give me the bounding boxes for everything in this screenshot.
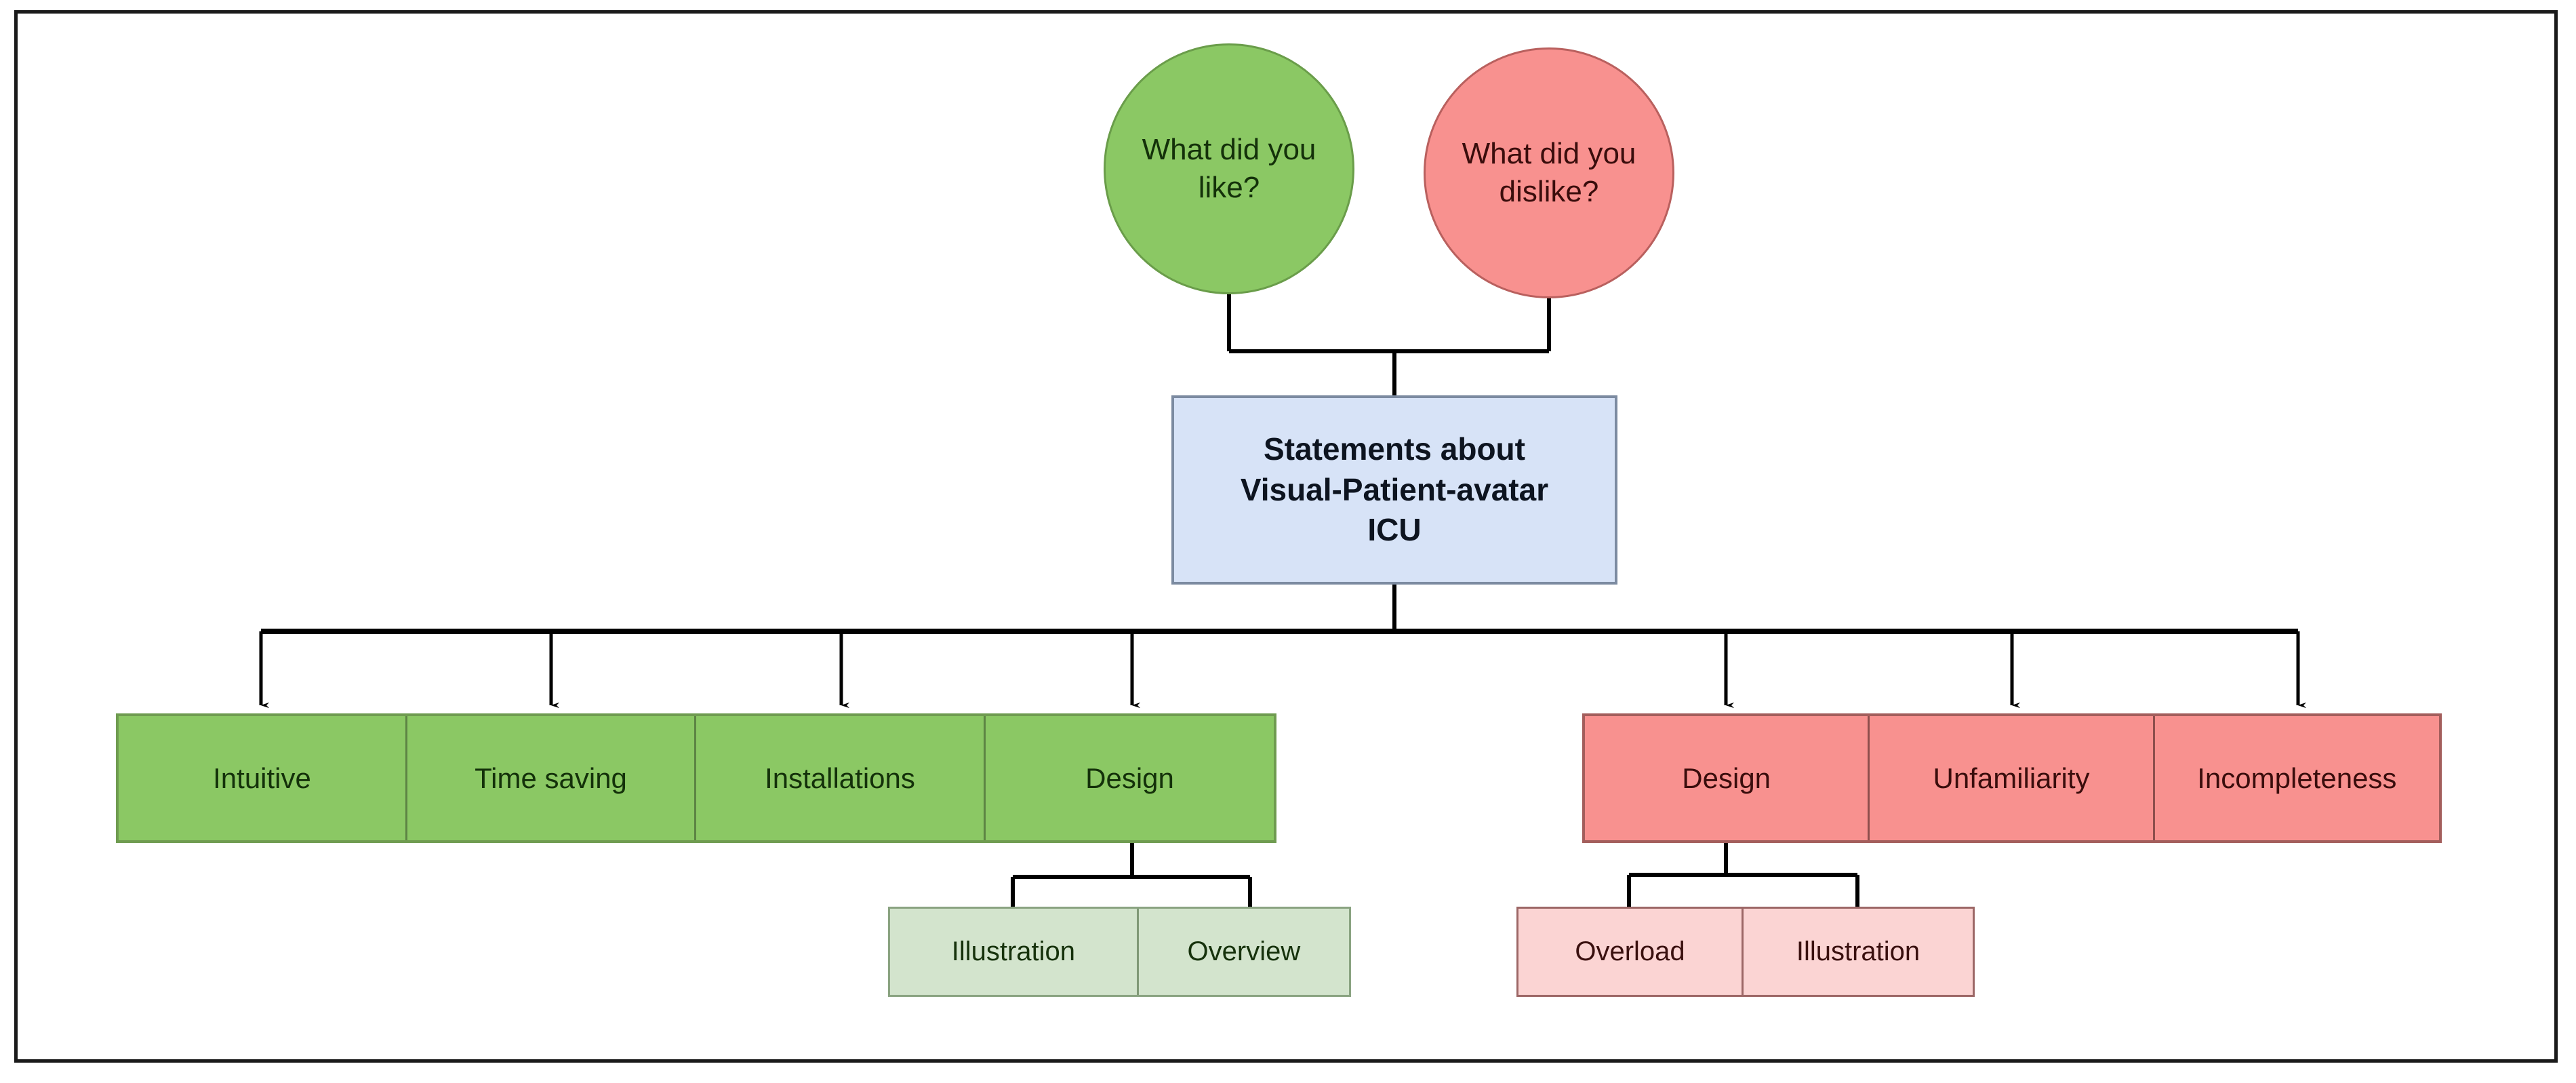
positive-subthemes-row: Illustration Overview <box>888 907 1351 997</box>
theme-unfamiliarity[interactable]: Unfamiliarity <box>1870 716 2155 840</box>
positive-themes-row: Intuitive Time saving Installations Desi… <box>116 713 1276 843</box>
theme-intuitive-label: Intuitive <box>213 762 311 794</box>
theme-incompleteness[interactable]: Incompleteness <box>2155 716 2439 840</box>
theme-incompleteness-label: Incompleteness <box>2197 762 2397 794</box>
subtheme-overview[interactable]: Overview <box>1139 909 1349 995</box>
subtheme-overload[interactable]: Overload <box>1518 909 1744 995</box>
negative-subthemes-row: Overload Illustration <box>1516 907 1975 997</box>
subtheme-overload-label: Overload <box>1575 937 1685 966</box>
theme-installations-label: Installations <box>765 762 915 794</box>
theme-design-negative-label: Design <box>1682 762 1771 794</box>
negative-themes-row: Design Unfamiliarity Incompleteness <box>1582 713 2442 843</box>
theme-time-saving[interactable]: Time saving <box>407 716 696 840</box>
theme-design-positive-label: Design <box>1085 762 1174 794</box>
subtheme-illustration-positive[interactable]: Illustration <box>890 909 1139 995</box>
theme-unfamiliarity-label: Unfamiliarity <box>1933 762 2090 794</box>
theme-installations[interactable]: Installations <box>696 716 986 840</box>
subtheme-illustration-negative-label: Illustration <box>1796 937 1920 966</box>
subtheme-overview-label: Overview <box>1187 937 1301 966</box>
theme-design-positive[interactable]: Design <box>986 716 1274 840</box>
theme-time-saving-label: Time saving <box>475 762 627 794</box>
subtheme-illustration-positive-label: Illustration <box>951 937 1076 966</box>
theme-design-negative[interactable]: Design <box>1585 716 1870 840</box>
subtheme-illustration-negative[interactable]: Illustration <box>1744 909 1973 995</box>
theme-intuitive[interactable]: Intuitive <box>119 716 407 840</box>
